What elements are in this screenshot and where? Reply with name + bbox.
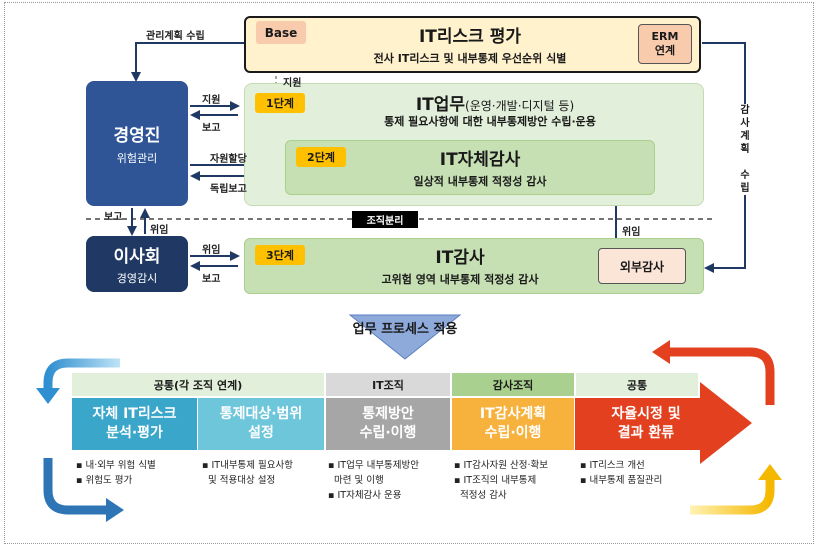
step-line2: 수립·이행 <box>359 425 417 441</box>
step-line2: 수립·이행 <box>484 425 542 441</box>
org-separation-label: 조직분리 <box>366 216 404 227</box>
audit-plan-char: 수 <box>740 170 750 181</box>
step-line1: 통제대상·범위 <box>219 406 303 422</box>
base-label: Base <box>264 25 298 40</box>
stage2-subtitle: 일상적 내부통제 적정성 감사 <box>413 175 547 188</box>
step5-arrow-shape <box>575 382 752 464</box>
step-line1: 자율시정 및 <box>611 406 681 422</box>
bullet-item: ▪ IT업무 내부통제방안 <box>328 460 420 471</box>
delegate-ext-label: 위임 <box>622 227 641 238</box>
erm-line1: ERM <box>651 30 679 43</box>
stage1-subtitle: 통제 필요사항에 대한 내부통제방안 수립·운용 <box>384 115 596 128</box>
executive-title: 경영진 <box>113 126 161 146</box>
step-line1: IT감사계획 <box>479 406 547 422</box>
risk-assessment-text: IT리스크 평가 전사 IT리스크 및 내부통제 우선순위 식별 <box>320 20 620 68</box>
process-apply-label: 업무 프로세스 적용 <box>352 322 458 337</box>
bullet-item: ▪ IT내부통제 필요사항 <box>202 460 294 471</box>
step-control-scope: 통제대상·범위 설정 <box>198 398 324 450</box>
board-subtitle: 경영감시 <box>116 272 158 285</box>
mgmt-plan-arrow <box>131 42 244 82</box>
step-control-plan: 통제방안 수립·이행 <box>326 398 450 450</box>
header-common-linked: 공통(각 조직 연계) <box>72 373 324 396</box>
step-line1: 자체 IT리스크 <box>92 406 177 422</box>
stage1-title-row: IT업무(운영·개발·디지털 등) <box>330 90 660 115</box>
bullets-self-correction: ▪ IT리스크 개선 ▪ 내부통제 품질관리 <box>580 458 702 488</box>
bullet-item: 마련 및 이행 <box>334 475 384 486</box>
risk-assessment-subtitle: 전사 IT리스크 및 내부통제 우선순위 식별 <box>373 52 567 65</box>
bullet-item: ▪ 위험도 평가 <box>76 475 133 486</box>
risk-assessment-box <box>244 16 701 73</box>
board-title: 이사회 <box>113 247 161 267</box>
stage3-text: IT감사 고위험 영역 내부통제 적정성 감사 <box>330 241 590 289</box>
stage2-badge: 2단계 <box>296 147 346 167</box>
erm-line2: 연계 <box>654 44 676 57</box>
external-audit-box: 외부감사 <box>598 248 686 284</box>
audit-plan-label: 감 사 계 획 수 립 <box>733 104 757 195</box>
base-badge: Base <box>256 21 306 44</box>
org-separation-tag: 조직분리 <box>352 211 418 228</box>
audit-plan-char: 감 <box>740 105 750 116</box>
stage2-box <box>285 140 655 195</box>
stage3-badge: 3단계 <box>255 245 305 265</box>
resource-label: 자원할당 <box>210 154 247 165</box>
step-risk-analysis: 자체 IT리스크 분석·평가 <box>72 398 197 450</box>
report-left-label: 보고 <box>202 274 221 285</box>
stage3-title: IT감사 <box>435 248 485 268</box>
bullet-item: ▪ IT자체감사 운용 <box>328 490 402 501</box>
bullet-item: ▪ IT리스크 개선 <box>580 460 645 471</box>
bullet-item: 및 적용대상 설정 <box>208 475 276 486</box>
delegate-right-label: 위임 <box>202 245 221 256</box>
report-label: 보고 <box>202 123 221 134</box>
bullets-audit-plan: ▪ IT감사자원 산정·확보 ▪ IT조직의 내부통제 적정성 감사 <box>454 458 576 503</box>
cycle-arrow-top-right <box>668 347 775 405</box>
step-line2: 결과 환류 <box>617 425 675 441</box>
step-line2: 분석·평가 <box>106 425 163 441</box>
stage1-title: IT업무 <box>415 95 466 115</box>
stage2-text: IT자체감사 일상적 내부통제 적정성 감사 <box>355 143 605 191</box>
cycle-arrow-bottom-left <box>43 458 108 515</box>
process-apply-arrow <box>348 314 462 360</box>
cycle-arrow-bottom-right <box>690 478 775 515</box>
support-top-label: 지원 <box>283 78 302 89</box>
header-common: 공통 <box>576 373 698 396</box>
audit-plan-char: 계 <box>740 131 750 142</box>
bullet-item: ▪ IT감사자원 산정·확보 <box>454 460 549 471</box>
header-audit-org: 감사조직 <box>452 373 574 396</box>
cycle-arrow-top-left <box>43 358 120 392</box>
external-audit-label: 외부감사 <box>619 259 665 274</box>
indep-report-label: 독립보고 <box>210 184 247 195</box>
erm-link-box: ERM 연계 <box>638 24 692 64</box>
mgmt-plan-label: 관리계획 수립 <box>146 31 205 42</box>
step-self-correction: 자율시정 및 결과 환류 <box>576 398 716 450</box>
bullet-item: ▪ 내·외부 위험 식별 <box>76 460 156 471</box>
stage2-title: IT자체감사 <box>439 150 521 170</box>
board-box: 이사회 경영감시 <box>86 236 188 292</box>
header-it-org: IT조직 <box>326 373 450 396</box>
bullets-risk-analysis: ▪ 내·외부 위험 식별 ▪ 위험도 평가 <box>76 458 198 488</box>
step-audit-plan: IT감사계획 수립·이행 <box>452 398 574 450</box>
report-down-label: 보고 <box>104 212 123 223</box>
stage1-badge: 1단계 <box>255 93 305 113</box>
bullet-item: 적정성 감사 <box>460 490 507 501</box>
bullets-control-plan: ▪ IT업무 내부통제방안 마련 및 이행 ▪ IT자체감사 운용 <box>328 458 450 503</box>
delegate-up-label: 위임 <box>150 225 169 236</box>
executive-box: 경영진 위험관리 <box>86 81 188 206</box>
executive-subtitle: 위험관리 <box>116 152 158 165</box>
outer-frame <box>4 2 814 544</box>
support-label: 지원 <box>202 95 221 106</box>
stage3-subtitle: 고위험 영역 내부통제 적정성 감사 <box>381 273 539 286</box>
step-line2: 설정 <box>248 425 274 441</box>
risk-assessment-title: IT리스크 평가 <box>418 27 522 47</box>
stage1-title-extra: (운영·개발·디지털 등) <box>465 99 575 113</box>
bullet-item: ▪ IT조직의 내부통제 <box>454 475 537 486</box>
audit-plan-char: 립 <box>740 183 750 194</box>
audit-plan-char: 사 <box>740 118 750 129</box>
step-line1: 통제방안 <box>362 406 414 422</box>
bullet-item: ▪ 내부통제 품질관리 <box>580 475 663 486</box>
audit-plan-char: 획 <box>740 144 750 155</box>
bullets-control-scope: ▪ IT내부통제 필요사항 및 적용대상 설정 <box>202 458 324 488</box>
